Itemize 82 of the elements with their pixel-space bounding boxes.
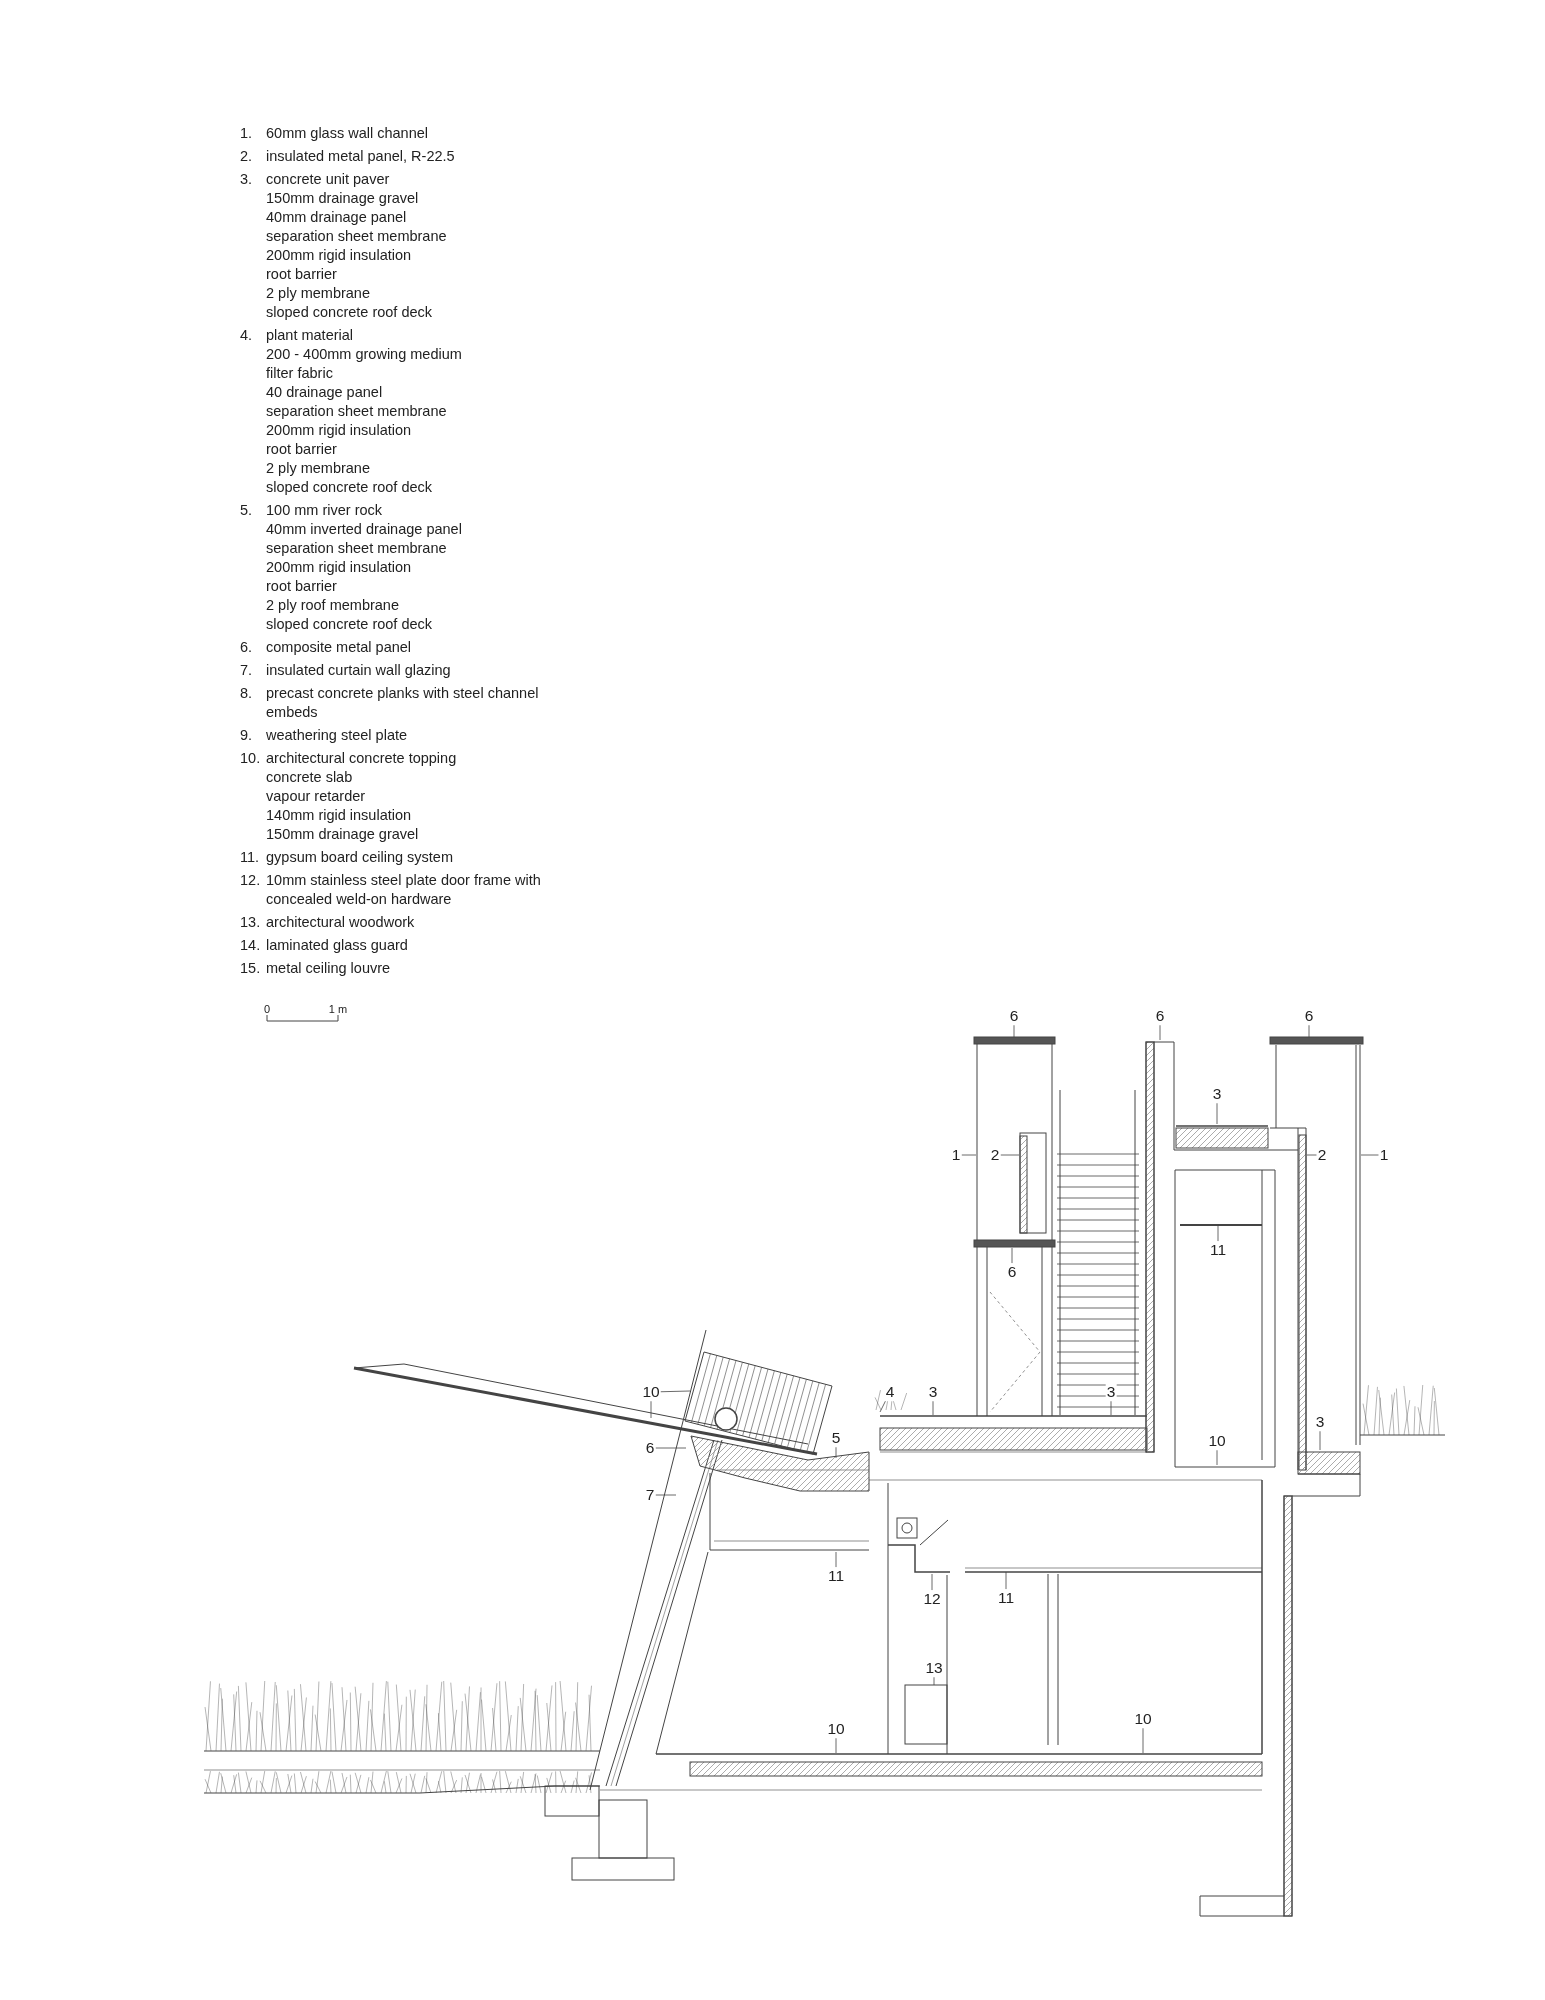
key-text: separation sheet membrane: [266, 539, 447, 558]
leader-line: [960, 1154, 977, 1156]
key-text: 40 drainage panel: [266, 383, 383, 402]
leader-line: [654, 1447, 687, 1449]
key-text: sloped concrete roof deck: [266, 478, 433, 497]
key-text: 60mm glass wall channel: [266, 124, 428, 143]
leader-line: [879, 1400, 887, 1413]
key-text: 200mm rigid insulation: [266, 421, 412, 440]
key-number: 11.: [240, 848, 261, 867]
key-text: sloped concrete roof deck: [266, 303, 433, 322]
key-number: 12.: [240, 871, 262, 890]
key-text: 150mm drainage gravel: [266, 189, 419, 208]
leader-line: [999, 1154, 1020, 1156]
key-text: gypsum board ceiling system: [266, 848, 453, 867]
key-text: 2 ply membrane: [266, 284, 370, 303]
leader-line: [1216, 1449, 1218, 1466]
key-text: root barrier: [266, 577, 337, 596]
key-number: 13.: [240, 913, 262, 932]
leader-line: [1159, 1024, 1161, 1041]
leader-line: [835, 1551, 837, 1568]
leader-line: [835, 1446, 837, 1459]
key-text: vapour retarder: [266, 787, 366, 806]
key-text: separation sheet membrane: [266, 227, 447, 246]
leader-line: [1216, 1102, 1218, 1125]
key-text: 100 mm river rock: [266, 501, 383, 520]
key-number: 8.: [240, 684, 254, 703]
leader-line: [1110, 1400, 1112, 1416]
key-text: 40mm drainage panel: [266, 208, 407, 227]
key-text: 200mm rigid insulation: [266, 246, 412, 265]
leader-line: [654, 1494, 677, 1496]
leader-line: [1306, 1154, 1318, 1156]
key-number: 14.: [240, 936, 262, 955]
key-text: concrete unit paver: [266, 170, 390, 189]
key-number: 5.: [240, 501, 254, 520]
key-text: root barrier: [266, 265, 337, 284]
key-number: 15.: [240, 959, 262, 978]
key-text: insulated metal panel, R-22.5: [266, 147, 455, 166]
key-text: plant material: [266, 326, 354, 345]
callout-number: 3: [1105, 1383, 1117, 1401]
leader-line: [1011, 1247, 1013, 1264]
leader-line: [932, 1400, 934, 1416]
key-number: 4.: [240, 326, 254, 345]
key-text: architectural woodwork: [266, 913, 415, 932]
key-number: 6.: [240, 638, 254, 657]
key-text: metal ceiling louvre: [266, 959, 391, 978]
key-number: 9.: [240, 726, 254, 745]
key-text: root barrier: [266, 440, 337, 459]
key-text: 150mm drainage gravel: [266, 825, 419, 844]
key-text: separation sheet membrane: [266, 402, 447, 421]
scale-label: 0: [263, 1003, 271, 1015]
key-text: insulated curtain wall glazing: [266, 661, 451, 680]
leader-line: [1319, 1430, 1321, 1451]
key-number: 10.: [240, 749, 262, 768]
key-text: concrete slab: [266, 768, 353, 787]
key-text: weathering steel plate: [266, 726, 408, 745]
leader-line: [1360, 1154, 1380, 1156]
leader-line: [1142, 1727, 1144, 1754]
key-text: filter fabric: [266, 364, 333, 383]
leader-line: [660, 1390, 691, 1393]
key-text: composite metal panel: [266, 638, 412, 657]
leader-line: [933, 1676, 935, 1686]
key-number: 2.: [240, 147, 254, 166]
key-text: sloped concrete roof deck: [266, 615, 433, 634]
leader-line: [1013, 1024, 1015, 1038]
key-text: 140mm rigid insulation: [266, 806, 412, 825]
key-text: 2 ply roof membrane: [266, 596, 399, 615]
key-text: laminated glass guard: [266, 936, 408, 955]
key-number: 3.: [240, 170, 254, 189]
leader-line: [835, 1737, 837, 1754]
leader-line: [650, 1400, 652, 1419]
key-text: architectural concrete topping: [266, 749, 457, 768]
scale-label: 1 m: [328, 1003, 348, 1015]
key-text: 200 - 400mm growing medium: [266, 345, 462, 364]
leader-line: [931, 1573, 933, 1591]
key-number: 7.: [240, 661, 254, 680]
leader-line: [1308, 1024, 1310, 1038]
leader-line: [1217, 1223, 1219, 1242]
leader-line: [1005, 1571, 1007, 1590]
key-number: 1.: [240, 124, 254, 143]
key-text: 40mm inverted drainage panel: [266, 520, 462, 539]
key-text: 2 ply membrane: [266, 459, 370, 478]
key-text: 200mm rigid insulation: [266, 558, 412, 577]
